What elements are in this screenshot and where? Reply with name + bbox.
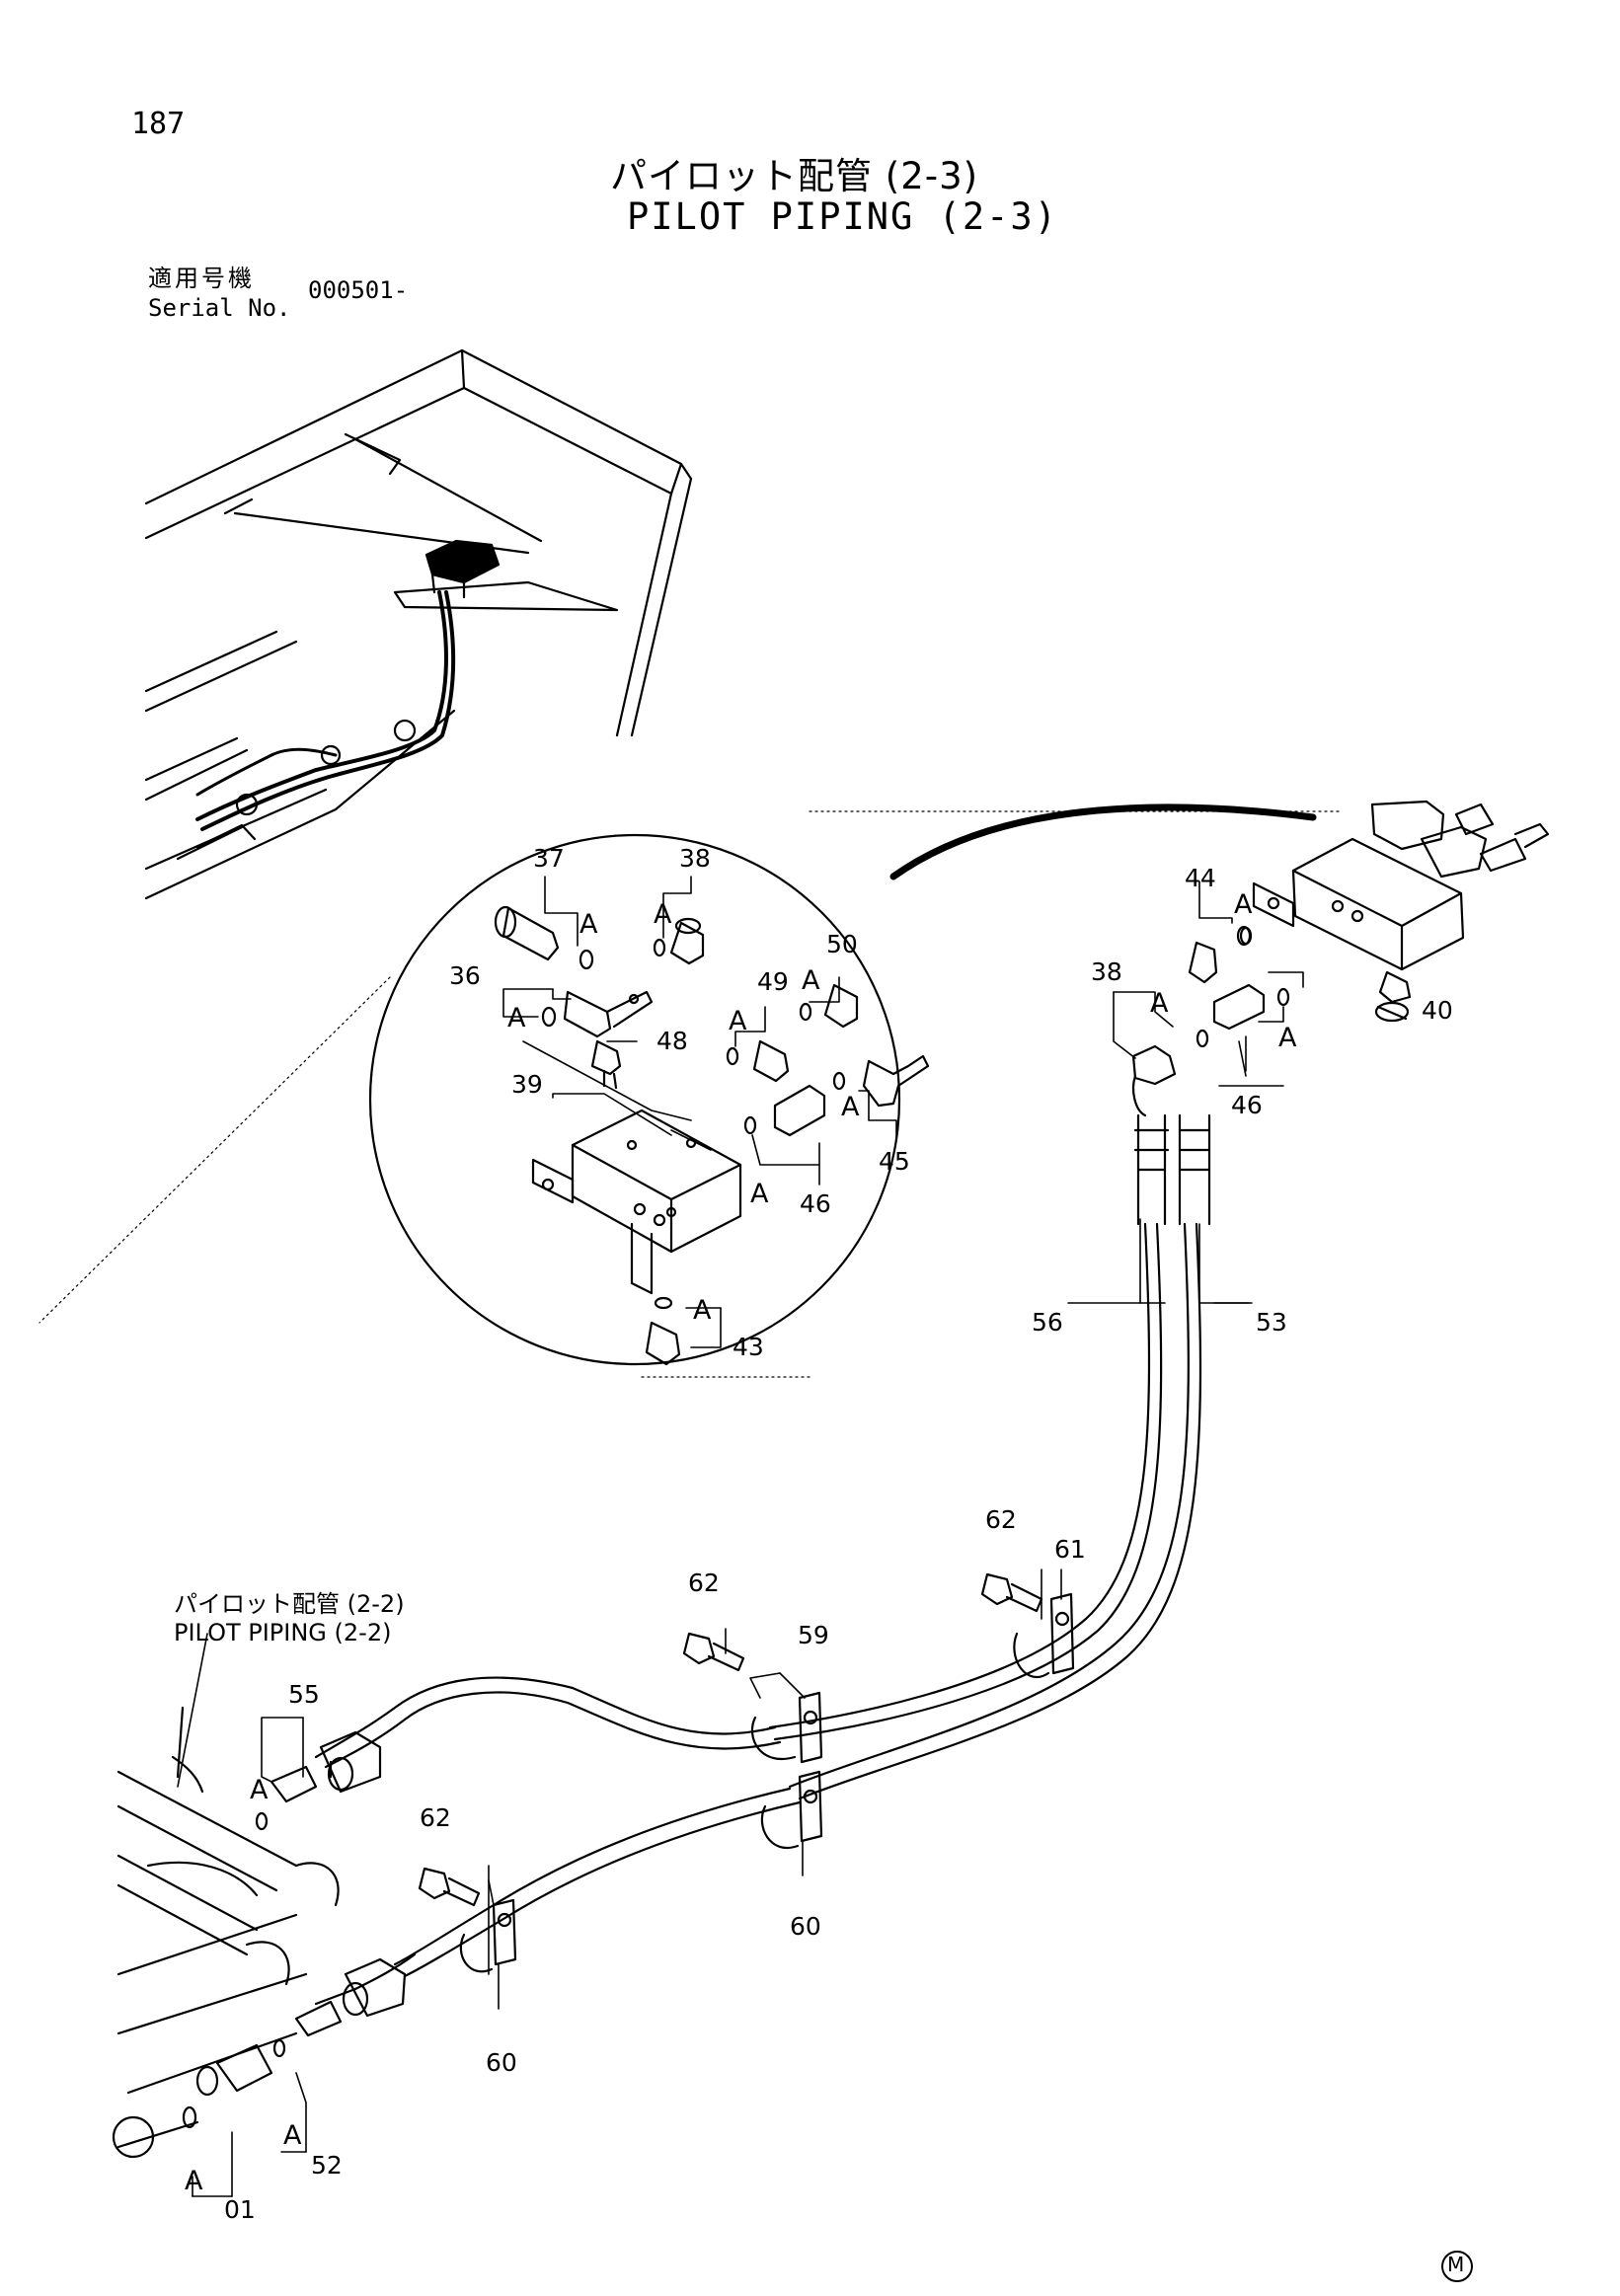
callout-38-right: 38 bbox=[1091, 957, 1122, 986]
seal-marker-a: A bbox=[1278, 1023, 1297, 1053]
callout-46-right: 46 bbox=[1231, 1091, 1263, 1119]
detail-leader-curve bbox=[889, 804, 1317, 880]
reference-label-japanese: パイロット配管 (2-2) bbox=[174, 1590, 405, 1618]
seal-marker-a: A bbox=[1234, 889, 1253, 920]
serial-number-value: 000501- bbox=[308, 276, 409, 304]
serial-label-japanese: 適用号機 bbox=[148, 265, 255, 292]
callout-38: 38 bbox=[679, 844, 711, 873]
callout-48: 48 bbox=[656, 1027, 688, 1055]
seal-marker-a: A bbox=[1150, 988, 1169, 1019]
seal-marker-a: A bbox=[729, 1006, 747, 1036]
callout-56: 56 bbox=[1032, 1308, 1063, 1337]
callout-61: 61 bbox=[1054, 1535, 1086, 1564]
o-rings bbox=[1236, 925, 1252, 947]
callout-60-b: 60 bbox=[486, 2048, 517, 2077]
callout-40: 40 bbox=[1422, 996, 1453, 1025]
bolts-62 bbox=[418, 1572, 1043, 1907]
seal-marker-a: A bbox=[579, 909, 598, 940]
callout-39: 39 bbox=[511, 1070, 543, 1099]
page-title-japanese: パイロット配管 (2-3) bbox=[610, 155, 979, 197]
corner-mark-circle bbox=[1441, 2251, 1473, 2282]
corner-mark-letter: M bbox=[1447, 2253, 1465, 2276]
seal-marker-a: A bbox=[283, 2120, 302, 2151]
callout-labels: 37 38 36 48 49 50 39 45 46 43 44 38 40 4… bbox=[224, 844, 1453, 2224]
callout-52: 52 bbox=[311, 2151, 343, 2180]
seal-marker-a: A bbox=[185, 2166, 203, 2196]
detail-block-39 bbox=[531, 1109, 742, 1295]
page-number: 187 bbox=[131, 107, 186, 141]
callout-59: 59 bbox=[798, 1621, 829, 1649]
seal-markers: A A A A A A A A A A A A A A bbox=[185, 889, 1297, 2196]
hoses-56-53 bbox=[768, 1113, 1211, 1800]
seal-marker-a: A bbox=[841, 1092, 860, 1122]
seal-marker-a: A bbox=[507, 1003, 526, 1033]
callout-01: 01 bbox=[224, 2195, 256, 2224]
seal-marker-a: A bbox=[802, 965, 820, 996]
callout-53: 53 bbox=[1256, 1308, 1287, 1337]
seal-marker-a: A bbox=[654, 899, 672, 930]
serial-label-english: Serial No. bbox=[148, 294, 291, 322]
guide-line bbox=[39, 976, 391, 1324]
detail-leaders bbox=[502, 876, 897, 1348]
lower-left-frame bbox=[112, 1706, 340, 2159]
lower-leaders bbox=[177, 1218, 1253, 2197]
callout-55: 55 bbox=[288, 1680, 320, 1709]
pipe-run bbox=[182, 1676, 802, 2129]
upper-right-leaders bbox=[1113, 880, 1304, 1087]
callout-46: 46 bbox=[800, 1189, 831, 1218]
callout-45: 45 bbox=[879, 1147, 910, 1176]
callout-62-c: 62 bbox=[420, 1803, 451, 1832]
valve-block-40 bbox=[1252, 800, 1550, 1023]
callout-44: 44 bbox=[1185, 864, 1216, 892]
page-title-english: PILOT PIPING (2-3) bbox=[627, 195, 1058, 238]
callout-49: 49 bbox=[757, 967, 789, 996]
clamps bbox=[459, 1592, 1075, 1973]
seal-marker-a: A bbox=[250, 1775, 269, 1805]
seal-marker-a: A bbox=[750, 1179, 769, 1209]
seal-marker-a: A bbox=[693, 1295, 712, 1326]
reference-label-english: PILOT PIPING (2-2) bbox=[174, 1619, 392, 1646]
callout-62-a: 62 bbox=[985, 1505, 1017, 1534]
callout-43: 43 bbox=[733, 1333, 764, 1361]
callout-50: 50 bbox=[826, 930, 858, 958]
callout-37: 37 bbox=[533, 844, 565, 873]
callout-36: 36 bbox=[449, 961, 481, 990]
detail-circle bbox=[368, 833, 901, 1366]
callout-60-a: 60 bbox=[790, 1912, 821, 1941]
overview-machine-frame bbox=[144, 348, 693, 900]
detail-fittings bbox=[494, 905, 930, 1366]
callout-62-b: 62 bbox=[688, 1569, 720, 1597]
